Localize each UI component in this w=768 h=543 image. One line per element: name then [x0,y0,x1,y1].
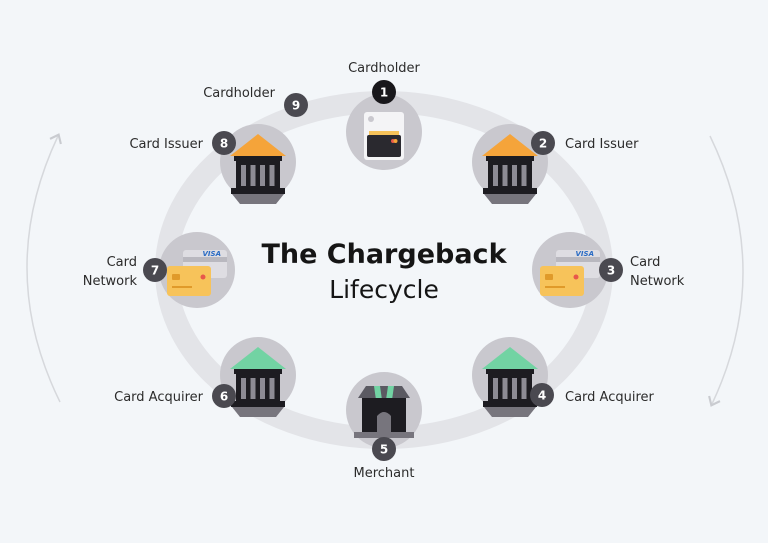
step-number: 4 [538,389,546,403]
bank-icon [482,347,538,417]
step-number-badge [531,131,555,155]
bank-icon [230,347,286,417]
cards-icon: VISA [167,250,227,296]
visa-logo: VISA [576,250,594,258]
step-label: Network [630,274,685,289]
bank-icon [482,134,538,204]
bank-icon [230,134,286,204]
store-icon [354,386,414,438]
step-number-badge [599,258,623,282]
step-number: 9 [292,99,300,113]
step-2: 2 Card Issuer [472,124,639,204]
step-label: Card Issuer [129,137,203,152]
title-line-2: Lifecycle [329,275,439,304]
step-label: Network [83,274,138,289]
step-number-badge [372,80,396,104]
step-1: 1 Cardholder [346,61,422,170]
step-number-badge [284,93,308,117]
title-line-1: The Chargeback [261,239,507,270]
step-4: 4 Card Acquirer [472,337,655,417]
cards-icon: VISA [540,250,600,296]
visa-logo: VISA [203,250,221,258]
step-number: 8 [220,137,228,151]
step-label: Merchant [354,466,415,481]
step-number-badge [372,437,396,461]
step-label: Cardholder [203,86,275,101]
step-number-badge [212,384,236,408]
step-label: Card Issuer [565,137,639,152]
step-number: 5 [380,443,388,457]
step-number-badge [143,258,167,282]
step-number: 1 [380,86,388,100]
step-label: Card [107,255,137,270]
step-number: 7 [151,264,159,278]
right-cycle-arrow [708,135,744,407]
step-number: 2 [539,137,547,151]
step-number-badge [212,131,236,155]
step-label: Cardholder [348,61,420,76]
step-number: 6 [220,390,228,404]
step-8: 8 Card Issuer [129,124,296,204]
step-number-badge [530,383,554,407]
step-6: 6 Card Acquirer [114,337,296,417]
step-label: Card [630,255,660,270]
left-cycle-arrow [26,133,62,403]
step-label: Card Acquirer [114,390,204,405]
card-icon [364,112,404,160]
step-9: 9 Cardholder [203,86,308,117]
step-label: Card Acquirer [565,390,655,405]
step-number: 3 [607,264,615,278]
